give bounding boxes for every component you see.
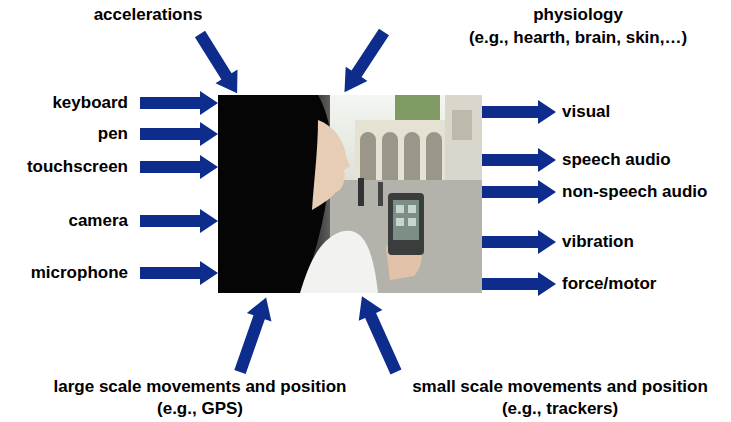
output-label: force/motor bbox=[562, 274, 656, 294]
input-label: accelerations bbox=[94, 5, 203, 25]
input-note: (e.g., hearth, brain, skin,…) bbox=[469, 28, 687, 48]
input-label: physiology bbox=[533, 5, 623, 25]
input-label: pen bbox=[98, 124, 128, 144]
block-arrows bbox=[140, 25, 556, 377]
photo bbox=[218, 95, 482, 293]
output-label: speech audio bbox=[562, 150, 671, 170]
input-label: large scale movements and position bbox=[54, 377, 347, 397]
input-label: microphone bbox=[31, 263, 128, 283]
input-note: (e.g., GPS) bbox=[157, 399, 243, 419]
input-label: camera bbox=[68, 211, 128, 231]
input-label: keyboard bbox=[52, 93, 128, 113]
output-label: non-speech audio bbox=[562, 182, 707, 202]
input-note: (e.g., trackers) bbox=[502, 399, 618, 419]
output-label: visual bbox=[562, 102, 610, 122]
input-label: small scale movements and position bbox=[412, 377, 708, 397]
input-label: touchscreen bbox=[27, 157, 128, 177]
output-label: vibration bbox=[562, 232, 634, 252]
